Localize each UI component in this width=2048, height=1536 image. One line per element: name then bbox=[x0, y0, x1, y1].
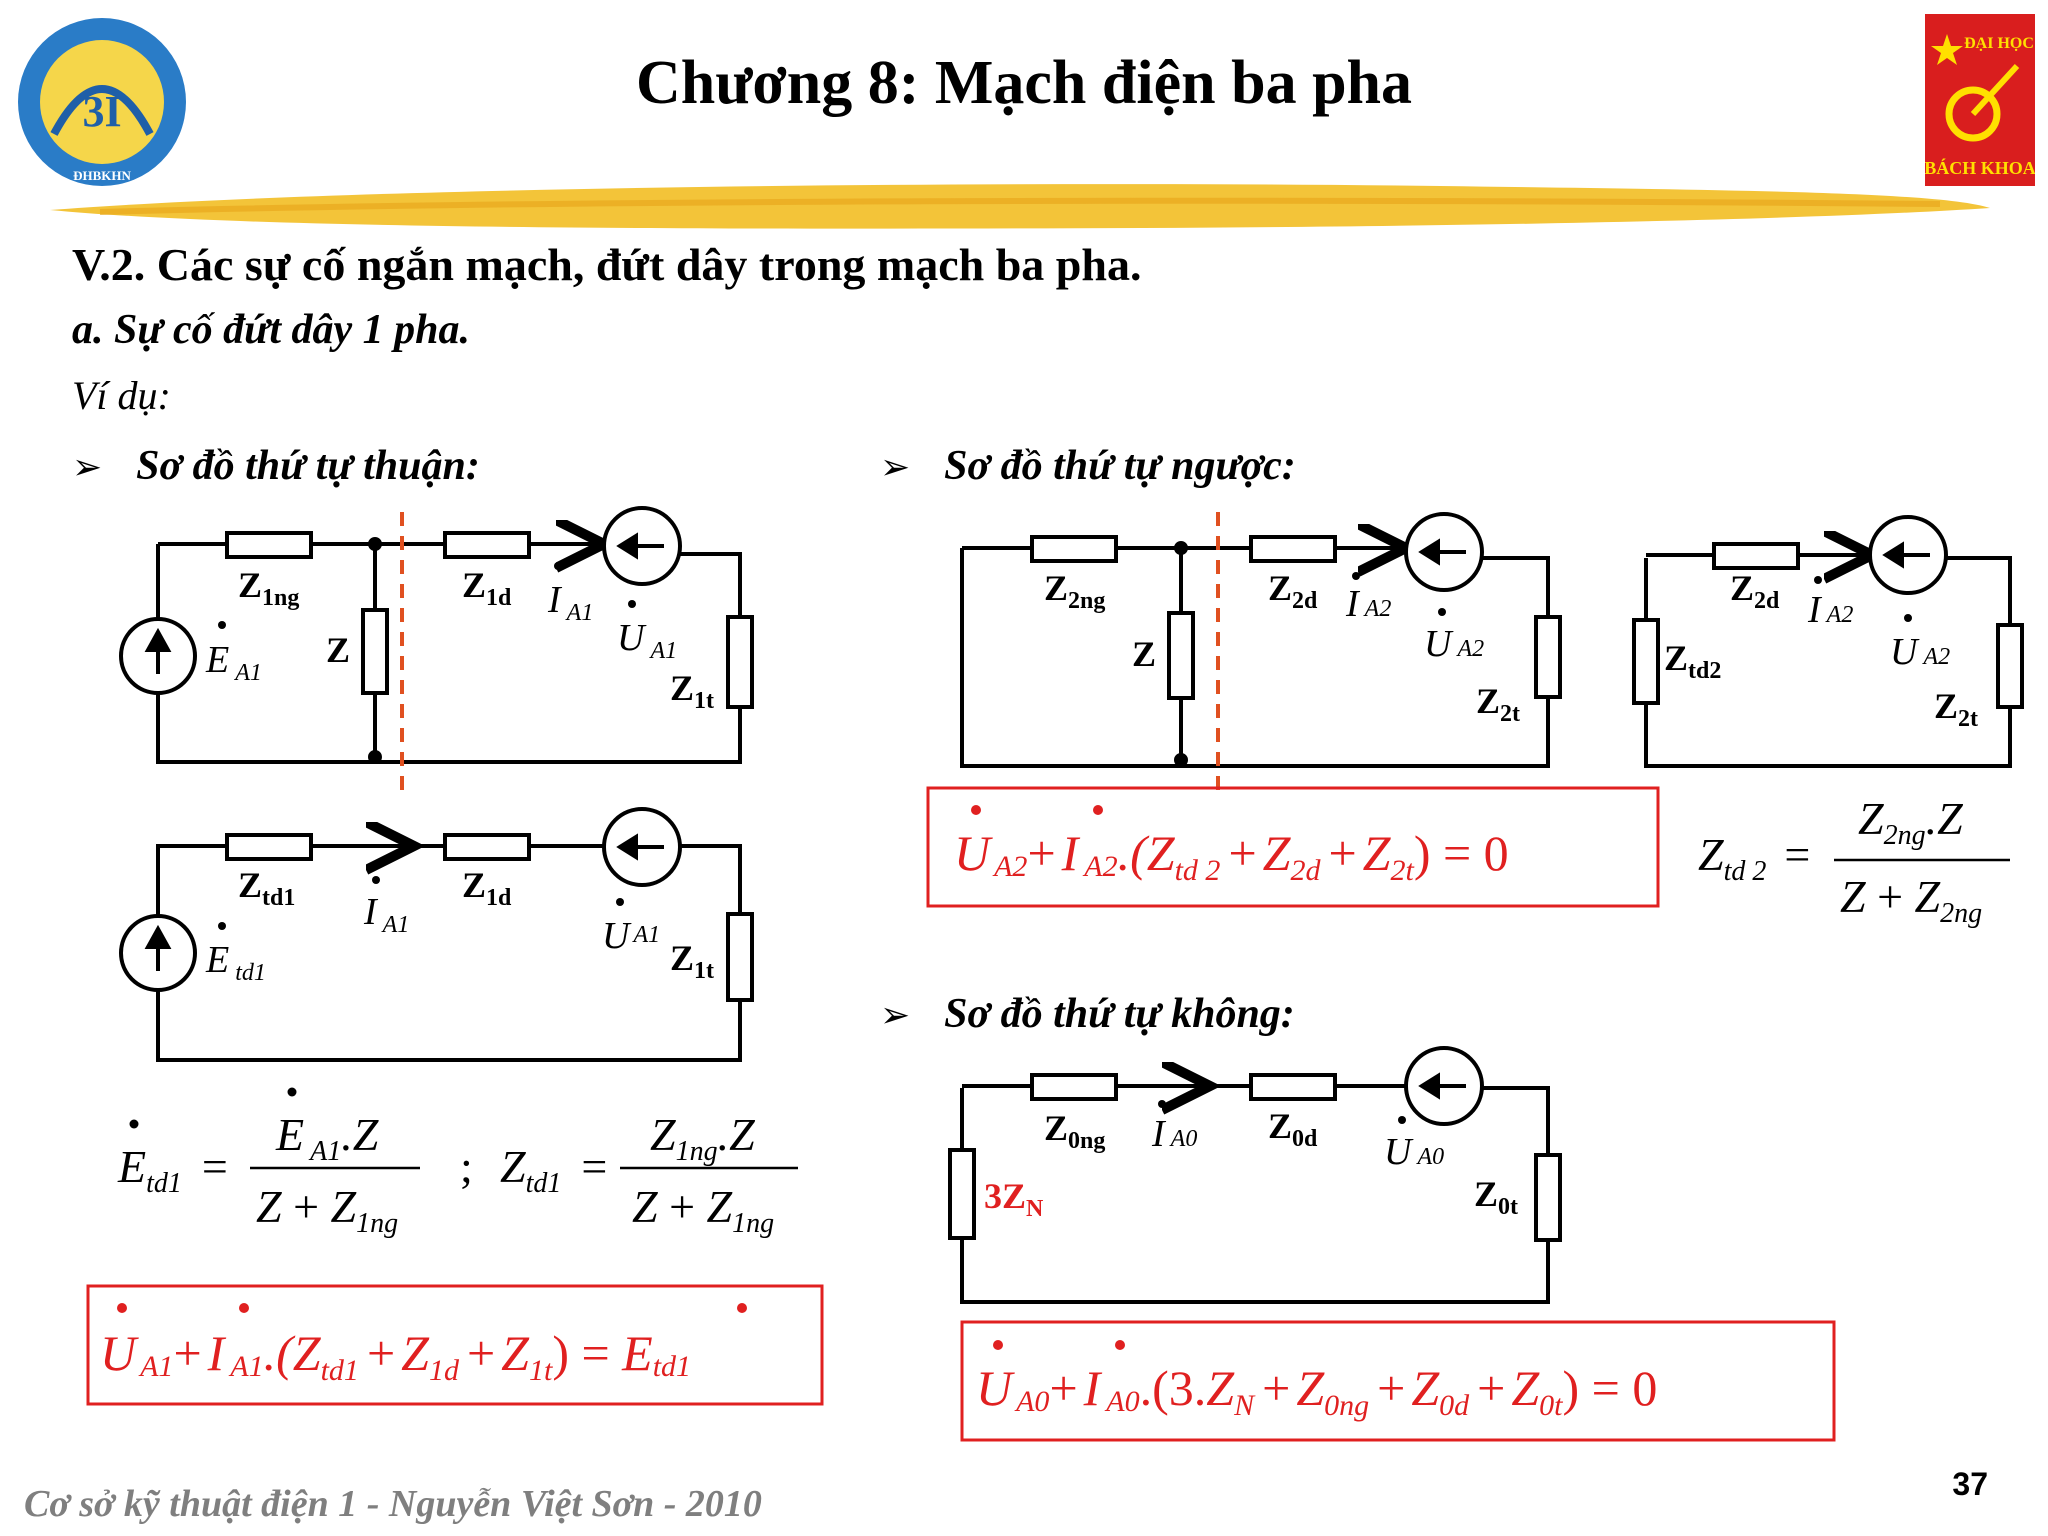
svg-text:UA0: UA0 bbox=[1384, 1131, 1444, 1173]
svg-text:Z + Z1ng: Z + Z1ng bbox=[632, 1181, 774, 1239]
diagram-negative-full bbox=[960, 512, 1562, 768]
example-label: Ví dụ: bbox=[72, 373, 171, 418]
svg-text:Z2ng.Z: Z2ng.Z bbox=[1858, 793, 1963, 851]
bullet-arrow-icon: ➢ bbox=[880, 447, 911, 488]
svg-text:Z0t: Z0t bbox=[1474, 1174, 1518, 1220]
svg-text:Ztd1=: Ztd1= bbox=[500, 1141, 607, 1199]
svg-text:Ztd1: Ztd1 bbox=[238, 865, 295, 911]
svg-text:UA2: UA2 bbox=[1424, 623, 1484, 665]
diagram-positive-full bbox=[119, 506, 754, 764]
svg-text:Z2t: Z2t bbox=[1476, 681, 1520, 727]
bullet-arrow-icon: ➢ bbox=[880, 995, 911, 1036]
diagram-positive-equivalent bbox=[119, 807, 754, 1062]
svg-text:Z1t: Z1t bbox=[670, 938, 714, 984]
bullet-positive-sequence: ➢ Sơ đồ thứ tự thuận: bbox=[72, 442, 480, 490]
bullet-arrow-icon: ➢ bbox=[72, 447, 103, 488]
svg-text:Z1ng.Z: Z1ng.Z bbox=[650, 1109, 755, 1167]
svg-text:Etd1=: Etd1= bbox=[117, 1141, 228, 1199]
svg-text:Etd1: Etd1 bbox=[205, 939, 266, 986]
svg-text:IA2: IA2 bbox=[1345, 583, 1391, 625]
formula-thevenin-negative: Ztd 2= Z2ng.Z Z + Z2ng bbox=[1698, 793, 1982, 929]
svg-text:UA0+IA0.(3.ZN+Z0ng+Z0d+Z0t) =: UA0+IA0.(3.ZN+Z0ng+Z0d+Z0t) = 0 bbox=[976, 1360, 1657, 1422]
svg-text:Z2d: Z2d bbox=[1268, 568, 1318, 614]
svg-text:Z: Z bbox=[326, 630, 350, 670]
svg-text:IA1: IA1 bbox=[547, 579, 593, 626]
svg-text:Z2ng: Z2ng bbox=[1044, 568, 1105, 614]
svg-text:EA1.Z: EA1.Z bbox=[275, 1109, 379, 1167]
logo-bottom-text: ĐHBKHN bbox=[73, 168, 131, 183]
svg-text:Z1d: Z1d bbox=[462, 565, 512, 611]
svg-text:UA2: UA2 bbox=[1890, 631, 1950, 673]
university-logo: ĐẠI HỌC BÁCH KHOA bbox=[1925, 14, 2035, 186]
svg-text:;: ; bbox=[460, 1141, 473, 1192]
logo-mark: 3I bbox=[82, 87, 121, 136]
page-number: 37 bbox=[1952, 1466, 1988, 1502]
svg-text:UA1: UA1 bbox=[617, 617, 677, 664]
title-brush-stroke bbox=[50, 184, 1990, 229]
diagram-negative-equivalent bbox=[1632, 515, 2024, 768]
svg-text:IA2: IA2 bbox=[1807, 589, 1853, 631]
subsection-heading: a. Sự cố đứt dây 1 pha. bbox=[72, 307, 470, 353]
svg-text:Z2d: Z2d bbox=[1730, 568, 1780, 614]
logo-bottom-text: BÁCH KHOA bbox=[1925, 157, 2035, 178]
bullet-negative-sequence: ➢ Sơ đồ thứ tự ngược: bbox=[880, 442, 1296, 490]
svg-text:EA1: EA1 bbox=[205, 639, 262, 686]
bullet-label: Sơ đồ thứ tự không: bbox=[944, 991, 1295, 1037]
svg-text:UA2+IA2.(Ztd 2+Z2d+Z2t) = 0: UA2+IA2.(Ztd 2+Z2d+Z2t) = 0 bbox=[954, 825, 1509, 887]
svg-text:3ZN: 3ZN bbox=[984, 1176, 1044, 1222]
svg-text:Z + Z1ng: Z + Z1ng bbox=[256, 1181, 398, 1239]
svg-text:Ztd 2=: Ztd 2= bbox=[1698, 829, 1810, 887]
page-title: Chương 8: Mạch điện ba pha bbox=[635, 49, 1413, 117]
bullet-zero-sequence: ➢ Sơ đồ thứ tự không: bbox=[880, 990, 1295, 1038]
svg-text:Z1ng: Z1ng bbox=[238, 565, 299, 611]
svg-text:Z0ng: Z0ng bbox=[1044, 1108, 1105, 1154]
section-heading: V.2. Các sự cố ngắn mạch, đứt dây trong … bbox=[72, 239, 1142, 290]
diagram-zero-sequence bbox=[948, 1046, 1562, 1304]
svg-text:Z1d: Z1d bbox=[462, 865, 512, 911]
svg-text:Ztd2: Ztd2 bbox=[1664, 638, 1721, 684]
svg-text:UA1: UA1 bbox=[602, 915, 660, 957]
svg-text:Z + Z2ng: Z + Z2ng bbox=[1840, 871, 1982, 929]
svg-text:UA1+IA1.(Ztd1+Z1d+Z1t) = Etd1: UA1+IA1.(Ztd1+Z1d+Z1t) = Etd1 bbox=[100, 1325, 691, 1387]
logo-top-text: ĐẠI HỌC bbox=[1964, 35, 2034, 52]
svg-text:IA0: IA0 bbox=[1151, 1113, 1197, 1155]
bullet-label: Sơ đồ thứ tự ngược: bbox=[944, 443, 1296, 489]
svg-text:Z0d: Z0d bbox=[1268, 1106, 1318, 1152]
bullet-label: Sơ đồ thứ tự thuận: bbox=[136, 443, 480, 489]
svg-text:Z1t: Z1t bbox=[670, 668, 714, 714]
svg-text:IA1: IA1 bbox=[363, 891, 409, 938]
institute-logo: 3I ĐHBKHN bbox=[18, 18, 186, 186]
svg-text:Z: Z bbox=[1132, 634, 1156, 674]
footer-credit: Cơ sở kỹ thuật điện 1 - Nguyễn Việt Sơn … bbox=[24, 1483, 762, 1525]
svg-text:Z2t: Z2t bbox=[1934, 686, 1978, 732]
